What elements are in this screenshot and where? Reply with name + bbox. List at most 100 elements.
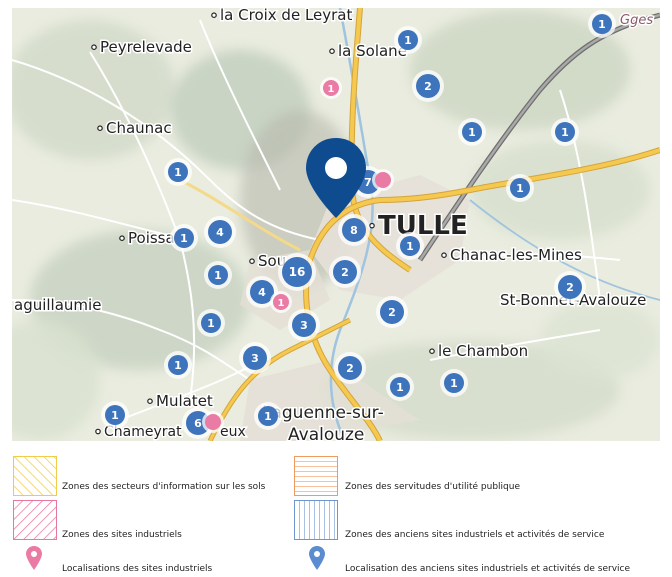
legend-label-loc-anciens: Localisation des anciens sites industrie…: [345, 564, 631, 574]
svg-text:1: 1: [406, 240, 414, 253]
industrial-site-markers[interactable]: 11: [202, 77, 394, 433]
svg-text:1: 1: [207, 317, 215, 330]
svg-text:1: 1: [468, 126, 476, 139]
place-label: Peyrelevade: [91, 37, 193, 58]
cluster-marker[interactable]: 3: [288, 309, 320, 341]
cluster-marker[interactable]: 1: [164, 158, 192, 186]
place-label: le Chambon: [429, 341, 530, 362]
industrial-site-marker[interactable]: 1: [270, 291, 292, 313]
place-label: la Solane: [329, 41, 408, 62]
place-dot: [329, 48, 335, 55]
industrial-site-marker[interactable]: [202, 411, 224, 433]
place-label: Chameyrat: [95, 423, 184, 441]
svg-text:1: 1: [598, 18, 606, 31]
cluster-marker[interactable]: 1: [170, 224, 198, 252]
cluster-marker[interactable]: 2: [376, 296, 408, 328]
cluster-marker[interactable]: 1: [101, 401, 129, 429]
place-dot: [147, 398, 153, 405]
pink-location-icon: [26, 546, 42, 570]
legend-swatch-anciens-sites: [294, 500, 338, 540]
svg-text:Chaunac: Chaunac: [106, 119, 172, 137]
cluster-marker[interactable]: 1: [551, 118, 579, 146]
cluster-marker[interactable]: 2: [334, 352, 366, 384]
selected-location-pin-icon[interactable]: [306, 138, 366, 218]
svg-text:Peyrelevade: Peyrelevade: [100, 38, 192, 56]
place-dot: [119, 235, 125, 242]
place-label: Chaunac: [97, 118, 173, 139]
cluster-marker[interactable]: 2: [554, 271, 586, 303]
svg-text:1: 1: [180, 232, 188, 245]
legend-label-anciens-sites: Zones des anciens sites industriels et a…: [345, 530, 605, 540]
cluster-marker[interactable]: 1: [197, 309, 225, 337]
svg-text:3: 3: [300, 319, 308, 332]
cluster-marker[interactable]: 1: [588, 10, 616, 38]
place-dot: [91, 44, 97, 51]
place-dot: [211, 12, 217, 19]
svg-text:1: 1: [174, 166, 182, 179]
cluster-marker[interactable]: 1: [164, 351, 192, 379]
legend-label-sites-industriels: Zones des sites industriels: [62, 530, 182, 540]
cluster-marker[interactable]: 4: [204, 216, 236, 248]
svg-text:4: 4: [216, 226, 224, 239]
place-label: Mulatet: [147, 391, 214, 412]
svg-text:1: 1: [174, 359, 182, 372]
cluster-marker[interactable]: 1: [506, 174, 534, 202]
cluster-marker[interactable]: 4: [246, 276, 278, 308]
industrial-site-marker[interactable]: [372, 169, 394, 191]
svg-text:4: 4: [258, 286, 266, 299]
place-dot: [429, 348, 435, 355]
cluster-marker[interactable]: 2: [412, 70, 444, 102]
svg-text:7: 7: [364, 176, 372, 189]
selected-pin-layer[interactable]: [306, 138, 366, 218]
svg-text:2: 2: [341, 266, 349, 279]
cluster-marker[interactable]: 3: [239, 342, 271, 374]
svg-text:la Solane: la Solane: [338, 42, 407, 60]
cluster-marker[interactable]: 1: [254, 402, 282, 430]
place-label: Gges: [619, 12, 655, 30]
svg-text:16: 16: [289, 265, 306, 279]
place-dot: [249, 258, 255, 265]
place-label: Laguenne-sur-: [261, 402, 386, 425]
svg-text:1: 1: [404, 34, 412, 47]
svg-text:8: 8: [350, 224, 358, 237]
place-dot: [441, 252, 447, 259]
svg-text:1: 1: [450, 377, 458, 390]
svg-text:Chanac-les-Mines: Chanac-les-Mines: [450, 246, 582, 264]
cluster-marker[interactable]: 2: [329, 256, 361, 288]
industrial-site-marker[interactable]: 1: [320, 77, 342, 99]
cluster-marker[interactable]: 16: [278, 253, 316, 291]
svg-text:Chameyrat: Chameyrat: [104, 424, 182, 440]
legend-swatch-servitudes: [294, 456, 338, 496]
place-label: Chanac-les-Mines: [441, 245, 583, 266]
legend-label-sols: Zones des secteurs d'information sur les…: [62, 482, 266, 492]
svg-text:1: 1: [516, 182, 524, 195]
svg-text:2: 2: [424, 80, 432, 93]
svg-text:le Chambon: le Chambon: [438, 342, 528, 360]
svg-text:6: 6: [194, 417, 202, 430]
legend-swatch-sites-industriels: [13, 500, 57, 540]
legend-swatch-sols: [13, 456, 57, 496]
blue-location-icon: [309, 546, 325, 570]
cluster-marker[interactable]: 1: [458, 118, 486, 146]
cluster-marker[interactable]: 1: [396, 232, 424, 260]
place-label: Avalouze: [287, 424, 366, 442]
svg-text:Gges: Gges: [620, 13, 653, 28]
place-label: la Croix de Leyrat: [211, 8, 354, 26]
legend-label-servitudes: Zones des servitudes d'utilité publique: [345, 482, 520, 492]
cluster-marker[interactable]: 8: [338, 214, 370, 246]
svg-text:2: 2: [566, 281, 574, 294]
cluster-marker[interactable]: 1: [386, 373, 414, 401]
cluster-marker[interactable]: 1: [204, 261, 232, 289]
place-label: TULLE: [369, 210, 469, 243]
cluster-marker[interactable]: 1: [394, 26, 422, 54]
svg-text:1: 1: [264, 410, 272, 423]
svg-text:1: 1: [396, 381, 404, 394]
place-label: aguillaumie: [13, 295, 103, 316]
place-label: eux: [219, 423, 248, 442]
svg-text:1: 1: [278, 298, 285, 309]
cluster-marker[interactable]: 1: [440, 369, 468, 397]
